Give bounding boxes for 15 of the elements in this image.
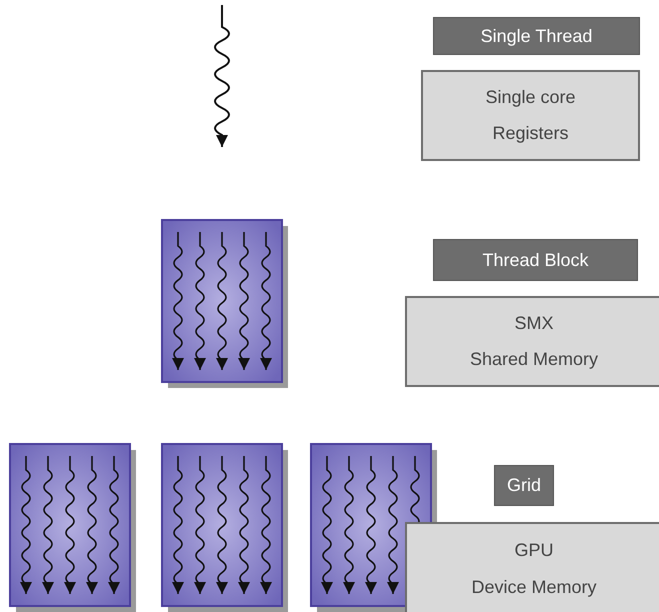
hardware-box <box>421 70 640 161</box>
hardware-label: GPU <box>514 540 554 561</box>
hardware-label: Single core <box>485 87 576 108</box>
hardware-label: SMX <box>514 313 554 334</box>
hardware-label: Shared Memory <box>470 349 598 370</box>
level-label: Grid <box>506 475 541 496</box>
hardware-box <box>405 522 659 612</box>
hardware-label: Device Memory <box>471 577 597 598</box>
level-title <box>494 465 554 506</box>
level-label: Thread Block <box>482 250 589 270</box>
level-title <box>433 17 640 55</box>
hardware-box <box>405 296 659 387</box>
level-title <box>433 239 638 281</box>
level-label: Single Thread <box>480 26 592 46</box>
hardware-label: Registers <box>492 123 569 144</box>
